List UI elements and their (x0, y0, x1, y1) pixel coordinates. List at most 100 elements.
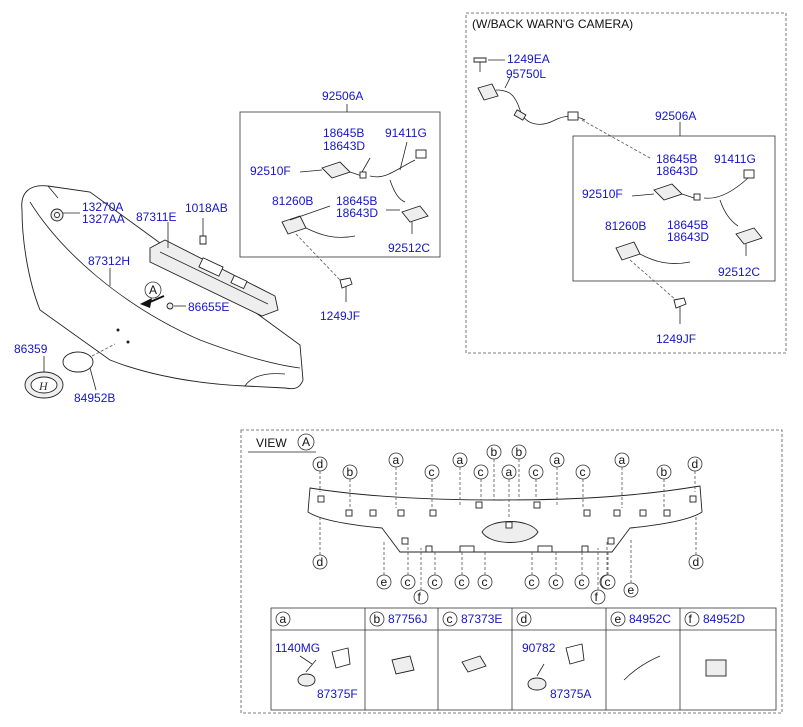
clip-holes (317, 495, 697, 553)
label-1249jf: 1249JF (320, 309, 360, 323)
cam-label-18645b: 18645B (656, 152, 697, 166)
view-top-callout-12-circle (614, 452, 630, 468)
label-13270a: 13270A (82, 200, 123, 214)
view-bottom-callout-5: c (459, 575, 465, 589)
cam-label-1249ea: 1249EA (507, 52, 550, 66)
view-bottom-callout-13: e (628, 583, 635, 597)
cam-label-18643d: 18643D (656, 164, 698, 178)
cam-label-1249jf: 1249JF (656, 332, 696, 346)
label-1018ab: 1018AB (185, 201, 228, 215)
view-bottom-callout-3-circle (413, 589, 429, 605)
label-92510f: 92510F (250, 164, 291, 178)
view-bottom-callout-9: c (579, 575, 585, 589)
view-bottom-callout-4-circle (427, 574, 443, 590)
label-91411g: 91411G (385, 126, 427, 140)
legend-a-part-2: 87375F (317, 687, 358, 701)
label-18645b-2: 18645B (336, 194, 377, 208)
camera-lamp-box (572, 135, 776, 282)
view-top-callout-4-circle (452, 452, 468, 468)
legend-part-c: 87373E (461, 612, 502, 626)
legend-part-e: 84952C (629, 612, 671, 626)
legend-d-part-2: 87375A (550, 687, 591, 701)
view-bottom-callout-11: f (595, 590, 599, 604)
label-86359: 86359 (14, 342, 48, 356)
cam-label-92506a: 92506A (655, 109, 696, 123)
camera-box-title: (W/BACK WARN'G CAMERA) (472, 17, 633, 31)
view-top-callout-13-circle (656, 464, 672, 480)
view-top-callout-5: c (478, 465, 484, 479)
view-top-callout-2-circle (388, 452, 404, 468)
view-bottom-callout-4: c (432, 575, 438, 589)
view-top-callout-9: c (533, 465, 539, 479)
legend-letter-circle-c (442, 611, 458, 627)
label-92506a: 92506A (322, 89, 363, 103)
view-top-callout-0-circle (312, 456, 328, 472)
view-top-callout-1: b (347, 465, 354, 479)
view-top-callout-7-circle (501, 464, 517, 480)
view-bottom-callout-2-circle (400, 574, 416, 590)
view-bottom-callout-1: e (381, 575, 388, 589)
label-18643d: 18643D (323, 139, 365, 153)
view-bottom-callout-1-circle (376, 574, 392, 590)
cam-label-18645b-2: 18645B (667, 218, 708, 232)
legend-letter-d: d (521, 612, 528, 626)
view-title: VIEW (256, 436, 287, 450)
view-bottom-callouts: decfcccccccfced (312, 516, 704, 605)
label-92512c: 92512C (388, 241, 430, 255)
view-top-callout-10-circle (549, 452, 565, 468)
garnish-rear-view (307, 485, 703, 553)
view-bottom-callout-6: c (482, 575, 488, 589)
view-top-callout-14: d (692, 457, 699, 471)
view-bottom-callout-8: c (553, 575, 559, 589)
view-top-callout-5-circle (473, 464, 489, 480)
view-bottom-callout-0-circle (312, 554, 328, 570)
view-top-callout-0: d (317, 457, 324, 471)
legend-part-b: 87756J (388, 612, 427, 626)
view-bottom-callout-13-circle (623, 582, 639, 598)
view-top-callout-9-circle (528, 464, 544, 480)
emblem-pad (62, 351, 94, 373)
view-top-callout-1-circle (342, 464, 358, 480)
view-bottom-callout-7: c (529, 575, 535, 589)
view-bottom-callout-14: d (693, 555, 700, 569)
cam-label-91411g: 91411G (714, 152, 756, 166)
cam-label-95750l: 95750L (506, 67, 546, 81)
view-top-callout-2: a (393, 453, 400, 467)
view-bottom-callout-3: f (418, 590, 422, 604)
label-87312h: 87312H (88, 254, 130, 268)
legend-a-part-1: 1140MG (275, 641, 320, 655)
legend-letter-a: a (280, 612, 287, 626)
view-top-callout-3-circle (424, 464, 440, 480)
view-top-callout-10: a (554, 453, 561, 467)
view-bottom-callout-6-circle (477, 574, 493, 590)
legend-letter-b: b (374, 612, 381, 626)
label-81260b: 81260B (272, 194, 313, 208)
view-top-callout-6-circle (486, 444, 502, 460)
label-18645b: 18645B (323, 126, 364, 140)
view-a-letter: A (149, 283, 157, 297)
view-top-callout-3: c (429, 465, 435, 479)
legend-letter-circle-a (275, 611, 291, 627)
legend-d-part-1: 90782 (522, 641, 556, 655)
legend-letter-circle-d (516, 611, 532, 627)
view-bottom-callout-11-circle (590, 589, 606, 605)
label-86655e: 86655E (188, 300, 229, 314)
legend-letter-f: f (689, 612, 693, 626)
label-18643d-2: 18643D (336, 206, 378, 220)
view-top-callout-8-circle (511, 444, 527, 460)
view-top-callout-7: a (506, 465, 513, 479)
view-top-callout-12: a (619, 453, 626, 467)
view-a-marker (144, 281, 162, 299)
cam-label-81260b: 81260B (605, 219, 646, 233)
legend-letter-circle-b (369, 611, 385, 627)
legend-letter-c: c (447, 612, 453, 626)
label-87311e: 87311E (136, 210, 176, 224)
cam-label-92512c: 92512C (718, 265, 760, 279)
cam-label-18643d-2: 18643D (667, 230, 709, 244)
legend-letter-circle-f (684, 611, 700, 627)
legend-letter-circle-e (610, 611, 626, 627)
view-bottom-callout-2: c (405, 575, 411, 589)
view-top-callout-8: b (516, 445, 523, 459)
